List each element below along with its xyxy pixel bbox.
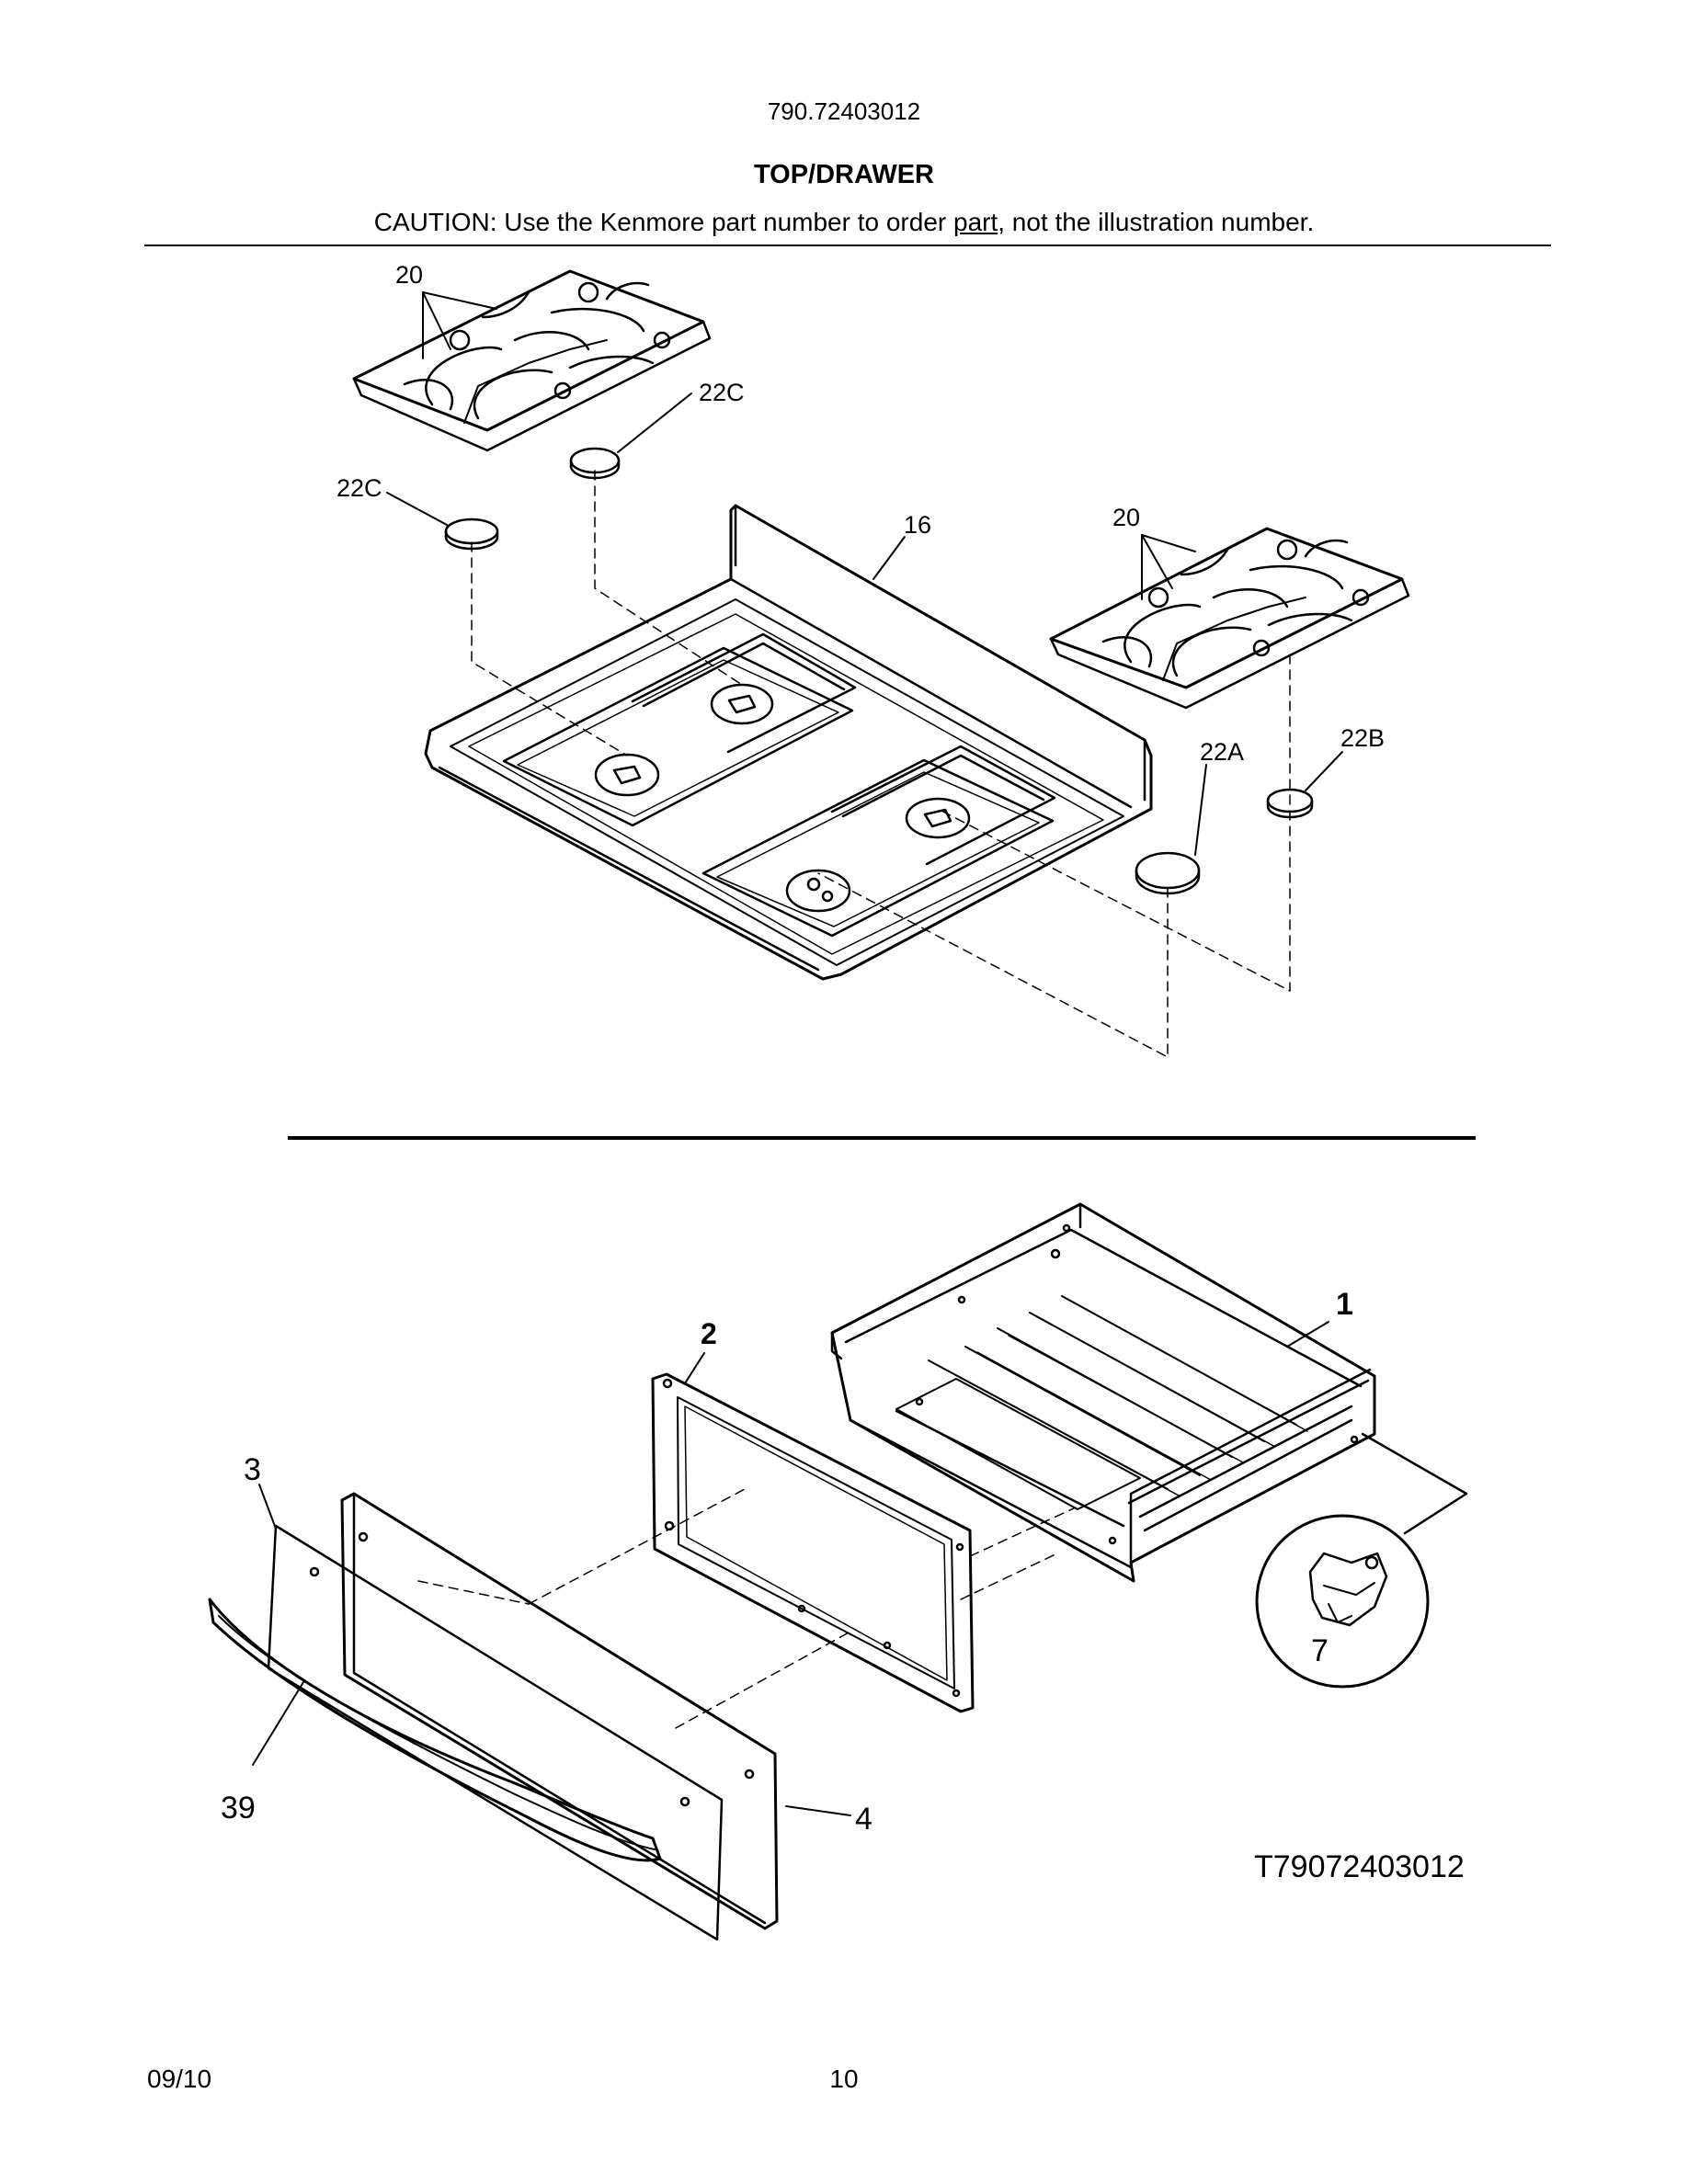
alignment-lines-bottom <box>417 1488 1077 1729</box>
label-drawer-liner: 2 <box>701 1317 717 1350</box>
callout-labels: 20 22C 22C 16 20 22A 22B 1 2 3 39 4 7 T7… <box>221 261 1465 1884</box>
label-drawer-handle: 39 <box>221 1791 256 1826</box>
label-drawer-front-panel: 3 <box>244 1452 261 1487</box>
caution-note: CAUTION: Use the Kenmore part number to … <box>0 208 1688 237</box>
section-divider <box>288 1136 1476 1140</box>
label-cap-22c-left: 22C <box>336 474 382 502</box>
drawer-front-panel <box>267 1524 724 1941</box>
drawer-front <box>340 1492 779 1930</box>
drawer-handle <box>208 1598 662 1862</box>
label-drawer-front: 4 <box>855 1802 873 1837</box>
drawer-body <box>830 1202 1376 1583</box>
label-glide-detail: 7 <box>1311 1633 1329 1668</box>
label-cap-22a: 22A <box>1200 738 1244 766</box>
footer-page-number: 10 <box>829 2065 859 2093</box>
label-top-panel: 16 <box>904 511 931 539</box>
label-grate-left: 20 <box>395 261 423 289</box>
label-cap-22c-top: 22C <box>699 379 745 406</box>
diagram-id: T79072403012 <box>1254 1849 1465 1884</box>
leader-lines-top <box>386 291 1343 856</box>
caution-text-start: CAUTION: Use the Kenmore part number to … <box>373 208 953 236</box>
section-title: TOP/DRAWER <box>753 160 935 189</box>
leader-lines-bottom <box>252 1321 1329 1816</box>
alignment-lines-top <box>471 470 1291 1058</box>
burner-grate-right <box>1049 527 1410 710</box>
caution-text-end: , not the illustration number. <box>998 208 1315 236</box>
burner-grate-left <box>352 269 712 452</box>
glide-detail-callout <box>1255 1432 1468 1689</box>
model-number: 790.72403012 <box>767 97 921 125</box>
caution-underlined-word: part <box>953 208 998 236</box>
header-divider <box>144 245 1551 246</box>
label-grate-right: 20 <box>1112 504 1140 531</box>
footer-date: 09/10 <box>147 2065 212 2093</box>
label-cap-22b: 22B <box>1340 724 1385 752</box>
label-drawer-body: 1 <box>1336 1287 1353 1322</box>
cooktop-main-top <box>424 504 1153 981</box>
